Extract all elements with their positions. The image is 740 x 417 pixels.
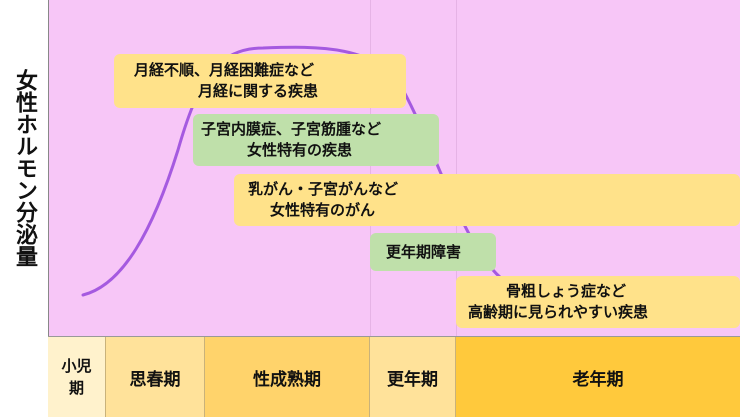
disease-box-menstrual-line2: 月経に関する疾患 [198,82,319,100]
disease-box-senescence: 骨粗しょう症など 高齢期に見られやすい疾患 [456,276,740,328]
disease-box-uterine-line1: 子宮内膜症、子宮筋腫など [201,120,382,138]
disease-box-menopause: 更年期障害 [370,233,496,271]
disease-box-uterine-line2: 女性特有の疾患 [247,141,353,159]
stage-puberty-label: 思春期 [129,369,181,390]
plot-area: 月経不順、月経困難症など 月経に関する疾患 子宮内膜症、子宮筋腫など 女性特有の… [48,0,740,336]
disease-box-cancer: 乳がん・子宮がんなど 女性特有のがん [234,174,740,226]
disease-box-senescence-line2: 高齢期に見られやすい疾患 [468,303,649,321]
disease-box-cancer-line1: 乳がん・子宮がんなど [248,180,399,198]
y-axis-label-text: 女性ホルモン分泌量 [12,69,37,267]
stage-menopause-label: 更年期 [387,369,438,390]
disease-box-menopause-line1: 更年期障害 [386,242,462,261]
stage-menopause: 更年期 [370,337,456,417]
disease-box-menstrual: 月経不順、月経困難症など 月経に関する疾患 [114,54,406,108]
plot-divider-senescence [456,0,457,336]
stage-senescence-label: 老年期 [572,369,624,390]
disease-box-senescence-line1: 骨粗しょう症など [506,282,627,300]
disease-box-cancer-line2: 女性特有のがん [270,201,376,219]
stage-childhood: 小児期 [48,337,106,417]
stage-maturity: 性成熟期 [205,337,370,417]
stage-childhood-label: 小児期 [61,357,92,397]
y-axis-label: 女性ホルモン分泌量 [0,0,48,336]
y-axis-line [48,0,49,336]
stage-puberty: 思春期 [106,337,205,417]
disease-box-uterine: 子宮内膜症、子宮筋腫など 女性特有の疾患 [193,114,439,166]
stage-maturity-label: 性成熟期 [253,369,321,390]
life-stage-bar: 小児期 思春期 性成熟期 更年期 老年期 [48,336,740,417]
stage-senescence: 老年期 [456,337,740,417]
disease-box-menstrual-line1: 月経不順、月経困難症など [134,61,315,79]
plot-divider-menopause [370,0,371,336]
